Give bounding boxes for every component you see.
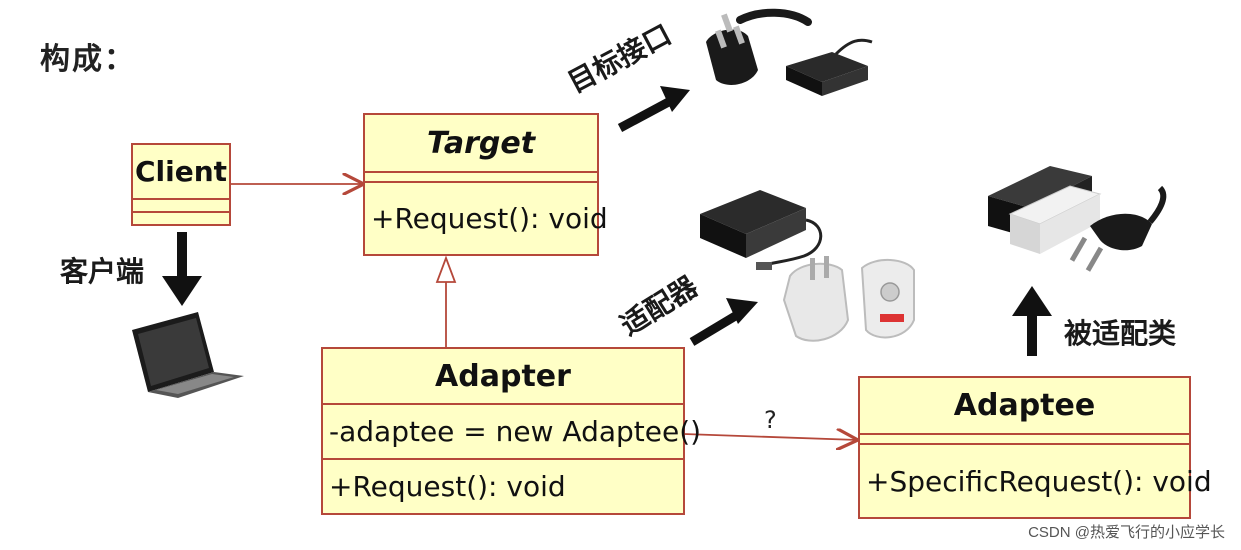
adapter-class: Adapter -adaptee = new Adaptee() +Reques… [321,347,701,515]
client-class-name: Client [133,145,229,200]
arrow-to-adaptee-image [1012,286,1052,356]
adaptee-specific-request-operation: +SpecificRequest(): void [866,464,1212,498]
target-attributes-section [365,173,597,183]
adapter-class-name: Adapter [323,349,683,405]
diagram-heading: 构成： [40,42,136,77]
arrow-to-laptop [162,232,202,306]
association-question-mark: ? [764,406,777,434]
client-side-label: 客户端 [60,255,145,288]
target-class-name: Target [365,115,597,173]
target-request-operation: +Request(): void [371,202,608,235]
adaptee-attributes-section [860,435,1189,445]
client-operations-section [133,213,229,224]
adapter-adaptee-association [683,434,858,440]
csdn-watermark: CSDN @热爱飞行的小应学长 [1028,524,1225,541]
adaptee-class-name: Adaptee [860,378,1189,435]
client-attributes-section [133,200,229,213]
laptop-icon [132,312,244,398]
target-class: Target +Request(): void [363,113,608,256]
arrow-to-target-image [617,86,690,132]
generalization-triangle [435,255,457,283]
power-plug-icon [706,8,873,96]
adapter-adaptee-attribute: -adaptee = new Adaptee() [323,405,701,460]
power-adapter-icon [700,190,915,342]
adapter-request-operation: +Request(): void [329,470,566,503]
arrow-to-adapter-image [689,298,758,346]
client-class: Client [131,143,231,226]
adaptee-cn-label: 被适配类 [1064,317,1177,350]
adaptee-class: Adaptee +SpecificRequest(): void [858,376,1212,519]
power-bank-icon [988,166,1167,272]
